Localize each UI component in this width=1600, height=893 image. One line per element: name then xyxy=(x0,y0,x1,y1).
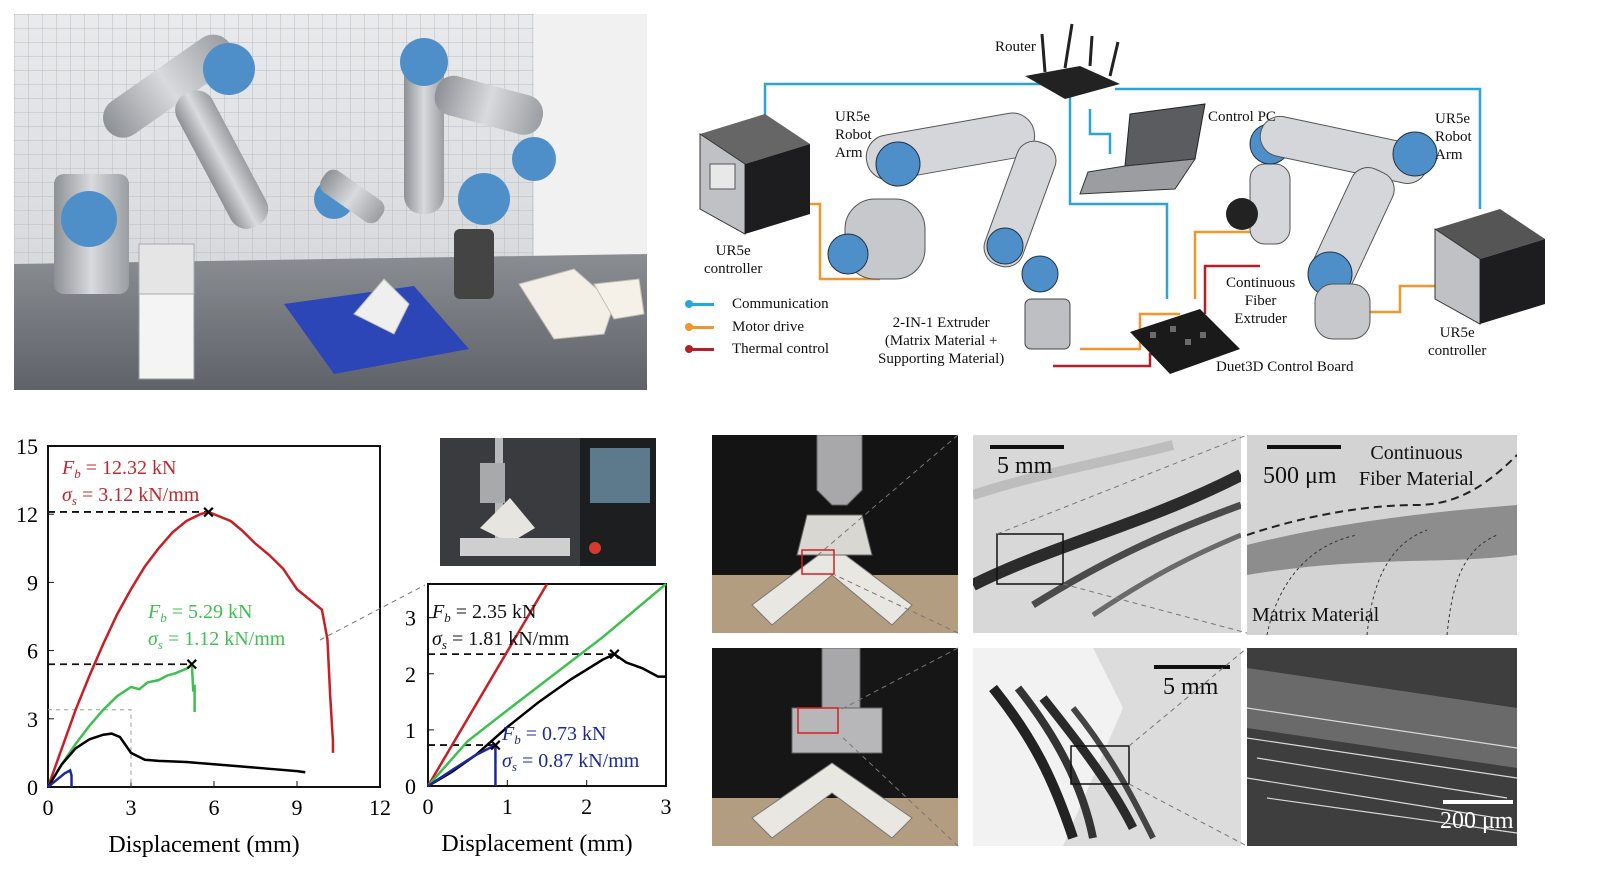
series-line-1 xyxy=(46,661,196,788)
x-tick-label: 1 xyxy=(502,794,513,819)
x-tick-label: 9 xyxy=(292,795,303,820)
x-tick-label: 3 xyxy=(661,794,672,819)
micrograph-bottom-right: 200 μm xyxy=(1247,648,1517,846)
annotation-green-sigma: σs = 1.12 kN/mm xyxy=(148,628,286,652)
y-tick-label: 12 xyxy=(16,502,38,527)
scale-label-500um: 500 μm xyxy=(1263,463,1337,489)
control-board-label: Duet3D Control Board xyxy=(1216,359,1354,375)
series-red-zoom xyxy=(426,583,549,787)
y-tick-label: 0 xyxy=(27,775,38,800)
x-tick-label: 12 xyxy=(369,795,391,820)
y-tick-label: 9 xyxy=(27,570,38,595)
control-pc-label: Control PC xyxy=(1208,109,1276,125)
peak-marker: ✕ xyxy=(608,647,621,664)
annotation-green-fb: Fb = 5.29 kN xyxy=(147,601,252,625)
annotation-blue-fb: Fb = 0.73 kN xyxy=(501,723,606,747)
series-line-3 xyxy=(47,768,73,788)
series-blue-zoom xyxy=(427,742,497,788)
x-tick-label: 0 xyxy=(43,795,54,820)
matrix-material-label: Matrix Material xyxy=(1252,604,1380,626)
series-green-zoom xyxy=(427,583,667,787)
annotation-red-fb: Fb = 12.32 kN xyxy=(61,457,176,481)
y-tick-label: 2 xyxy=(405,662,416,687)
annotation-black-sigma: σs = 1.81 kN/mm xyxy=(432,628,570,652)
legend-communication: Communication xyxy=(685,296,829,313)
y-tick-label: 3 xyxy=(27,707,38,732)
peak-marker: ✕ xyxy=(185,657,198,674)
scale-label-5mm-top: 5 mm xyxy=(997,453,1053,479)
peak-marker: ✕ xyxy=(489,738,502,755)
x-axis-label: Displacement (mm) xyxy=(441,831,632,857)
x-tick-label: 2 xyxy=(581,794,592,819)
y-tick-label: 15 xyxy=(16,434,38,459)
robot-setup-photo xyxy=(14,14,647,390)
scale-label-5mm-bottom: 5 mm xyxy=(1163,674,1219,700)
peak-marker: ✕ xyxy=(202,505,215,522)
extruder-2in1-label: 2-IN-1 Extruder(Matrix Material +Support… xyxy=(878,315,1005,367)
fracture-photo-bottom xyxy=(712,648,958,846)
legend-motor-drive: Motor drive xyxy=(685,319,804,336)
series-line-2 xyxy=(46,732,306,788)
annotation-blue-sigma: σs = 0.87 kN/mm xyxy=(502,750,640,774)
fracture-photo-top xyxy=(712,435,958,633)
scale-label-200um: 200 μm xyxy=(1440,808,1514,834)
legend-swatch xyxy=(685,345,714,353)
fracture-sem-top-mid: 5 mm xyxy=(973,435,1241,633)
x-tick-label: 0 xyxy=(423,794,434,819)
router-label: Router xyxy=(995,39,1036,55)
y-tick-label: 0 xyxy=(405,774,416,799)
x-tick-label: 3 xyxy=(126,795,137,820)
fracture-sem-bottom-mid: 5 mm xyxy=(973,648,1241,846)
y-tick-label: 6 xyxy=(27,639,38,664)
annotation-black-fb: Fb = 2.35 kN xyxy=(431,601,536,625)
legend-thermal: Thermal control xyxy=(685,341,829,358)
legend-swatch xyxy=(685,323,714,331)
test-rig-inset-photo xyxy=(440,438,656,566)
legend-swatch xyxy=(685,300,714,308)
x-axis-label: Displacement (mm) xyxy=(108,832,299,858)
annotation-red-sigma: σs = 3.12 kN/mm xyxy=(62,484,200,508)
y-tick-label: 1 xyxy=(405,718,416,743)
y-tick-label: 3 xyxy=(405,606,416,631)
x-tick-label: 6 xyxy=(209,795,220,820)
